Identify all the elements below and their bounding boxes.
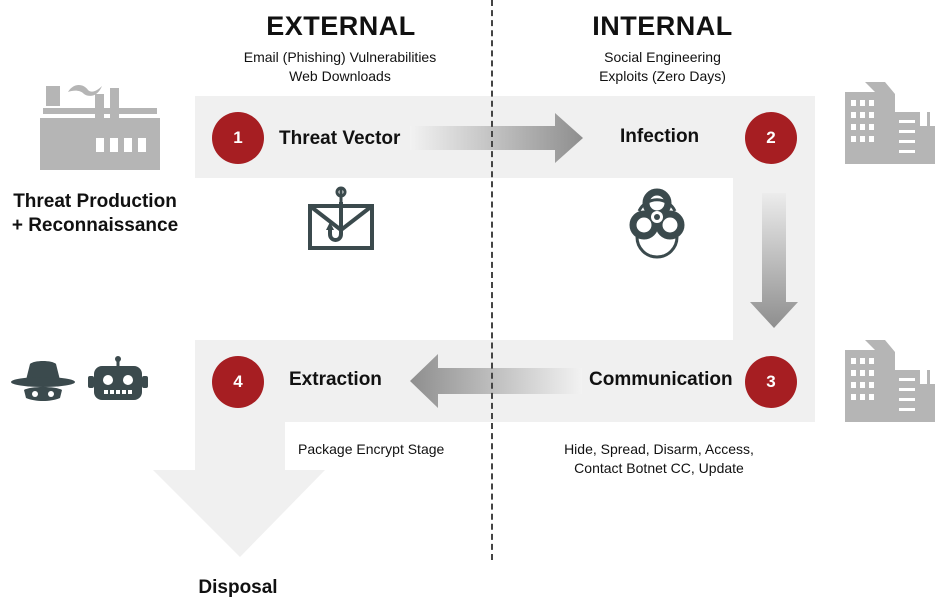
stage-label-threat-vector: Threat Vector — [279, 128, 401, 149]
stage-label-communication: Communication — [589, 369, 733, 390]
internal-detail-line: Social Engineering — [604, 49, 721, 65]
external-detail-line: Email (Phishing) Vulnerabilities — [243, 49, 437, 65]
office-building-icon-top — [845, 82, 935, 164]
stage-badge-2: 2 — [745, 112, 797, 164]
communication-caption: Hide, Spread, Disarm, Access, Contact Bo… — [540, 440, 778, 478]
disposal-label: Disposal — [198, 577, 278, 598]
extraction-caption: Package Encrypt Stage — [298, 441, 445, 457]
external-detail-line: Web Downloads — [289, 68, 391, 84]
internal-details: Social Engineering Exploits (Zero Days) — [530, 48, 795, 86]
internal-detail-line: Exploits (Zero Days) — [599, 68, 726, 84]
external-internal-divider — [491, 0, 493, 560]
hacker-hat-icon — [11, 361, 75, 401]
stage-label-infection: Infection — [620, 126, 700, 147]
communication-caption-line: Contact Botnet CC, Update — [574, 460, 744, 476]
threat-production-line: + Reconnaissance — [11, 215, 179, 236]
stage-badge-1: 1 — [212, 112, 264, 164]
external-heading: EXTERNAL — [266, 11, 416, 41]
communication-caption-line: Hide, Spread, Disarm, Access, — [564, 441, 754, 457]
stage-badge-4: 4 — [212, 356, 264, 408]
threat-production-line: Threat Production — [13, 191, 177, 212]
external-details: Email (Phishing) Vulnerabilities Web Dow… — [195, 48, 485, 86]
internal-heading: INTERNAL — [592, 11, 733, 41]
robot-icon — [88, 356, 148, 400]
stage-badge-3: 3 — [745, 356, 797, 408]
factory-icon — [40, 85, 160, 170]
stage-label-extraction: Extraction — [289, 369, 382, 390]
phishing-envelope-hook-icon — [308, 186, 374, 250]
biohazard-icon — [629, 188, 685, 259]
threat-production-label: Threat Production + Reconnaissance — [4, 190, 186, 238]
office-building-icon-bottom — [845, 340, 935, 422]
